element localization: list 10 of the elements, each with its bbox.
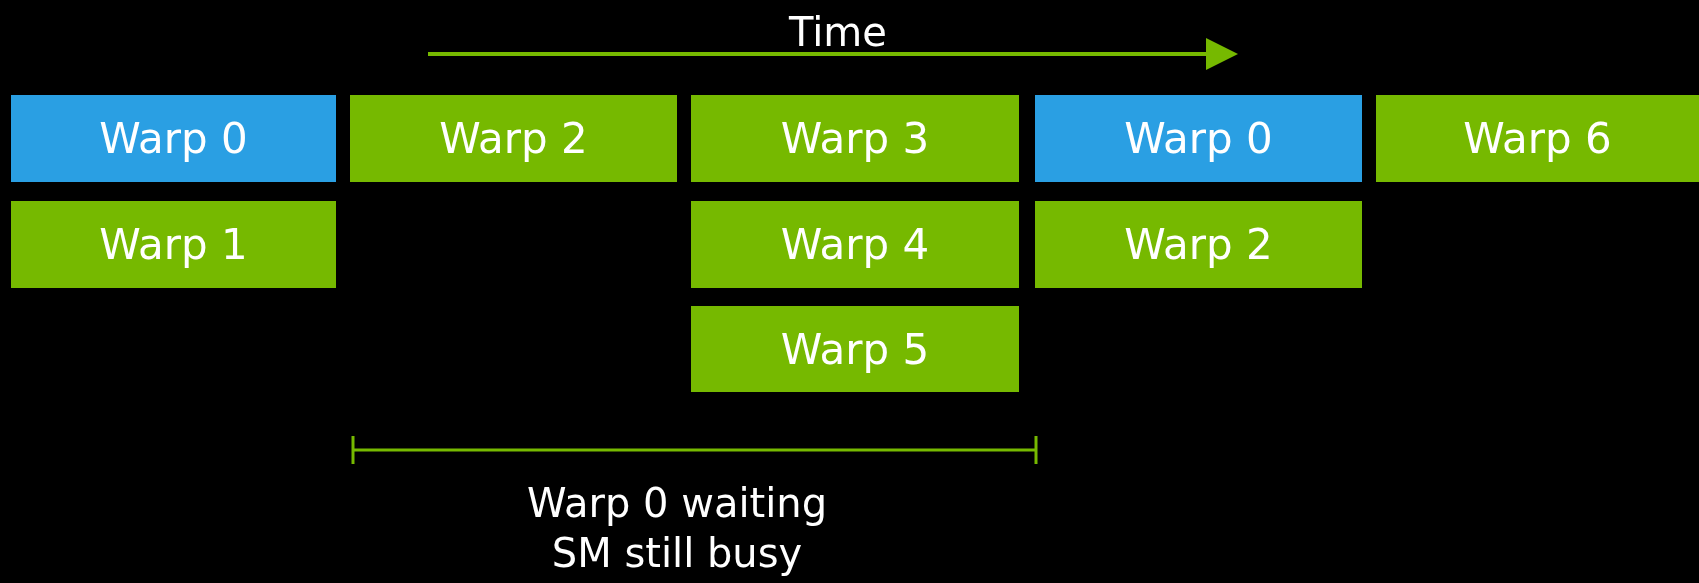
warp-box: Warp 5	[691, 306, 1019, 392]
warp-box: Warp 4	[691, 201, 1019, 288]
axis-title: Time	[789, 12, 887, 52]
warp-box: Warp 3	[691, 95, 1019, 182]
warp-box: Warp 2	[350, 95, 677, 182]
warp-box: Warp 0	[1035, 95, 1362, 182]
warp-box: Warp 0	[11, 95, 336, 182]
warp-box: Warp 1	[11, 201, 336, 288]
warp-box: Warp 6	[1376, 95, 1699, 182]
warp-box: Warp 2	[1035, 201, 1362, 288]
